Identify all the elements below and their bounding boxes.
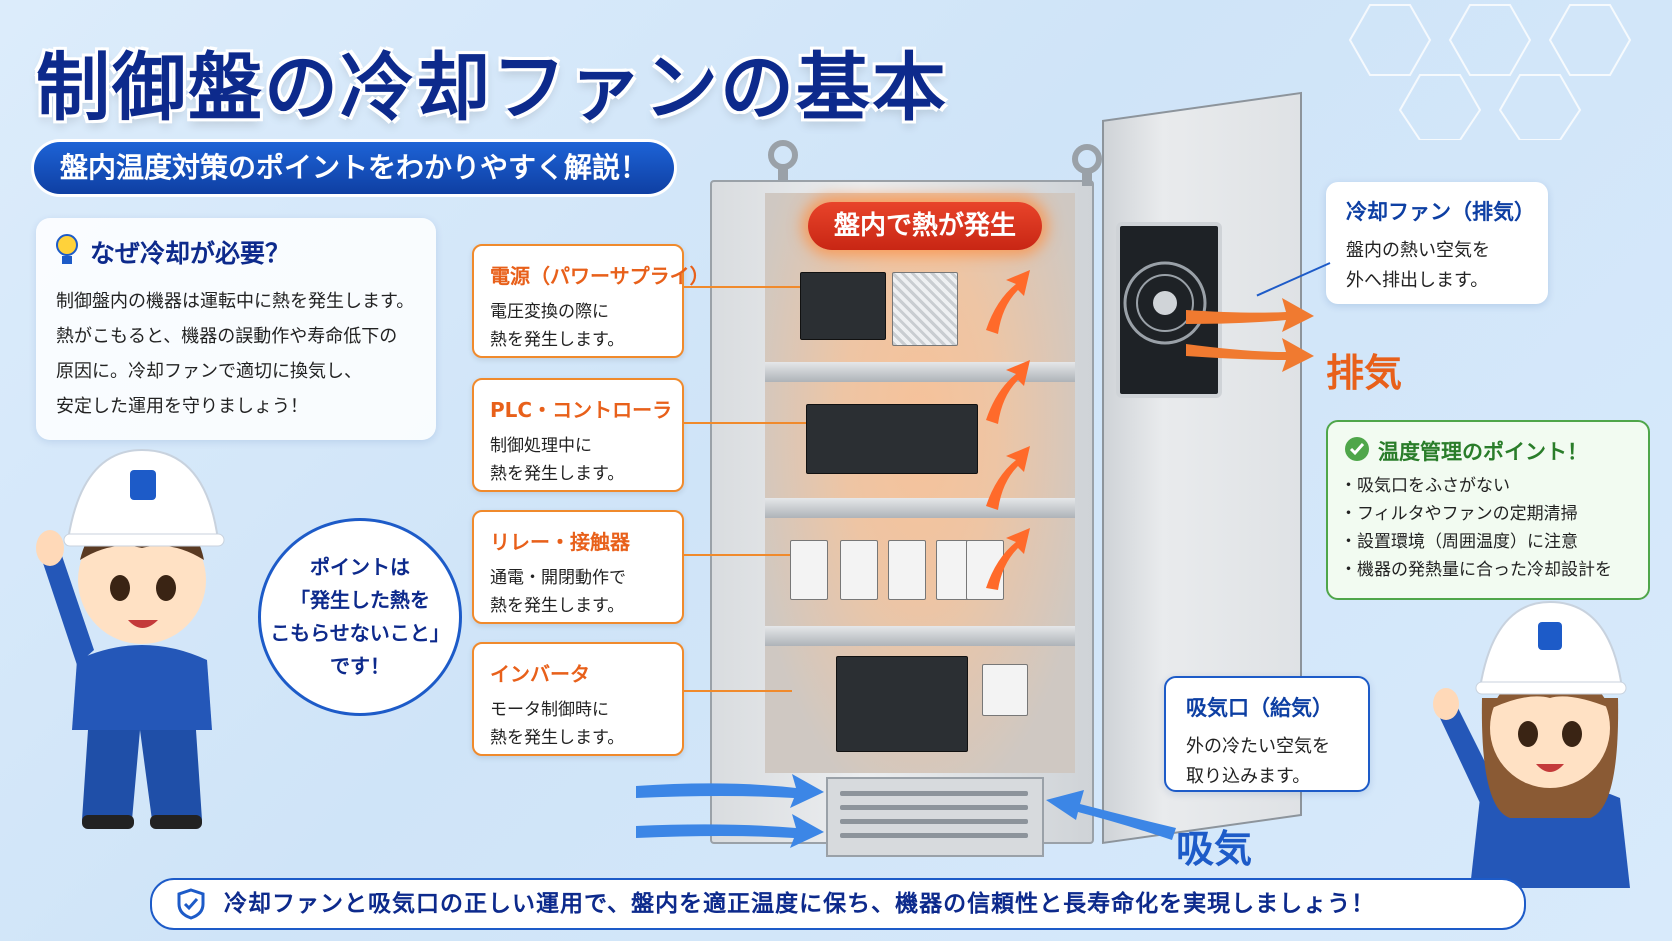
page-subtitle: 盤内温度対策のポイントをわかりやすく解説！: [34, 142, 675, 194]
points-list: ・吸気口をふさがない ・フィルタやファンの定期清掃 ・設置環境（周囲温度）に注意…: [1340, 472, 1612, 584]
fan-icon: [1123, 261, 1207, 345]
points-item: ・機器の発熱量に合った冷却設計を: [1340, 560, 1612, 580]
points-item: ・フィルタやファンの定期清掃: [1340, 504, 1578, 524]
points-title: 温度管理のポイント！: [1378, 440, 1588, 464]
din-rail-shelf: [765, 362, 1075, 382]
leader-line: [682, 554, 790, 556]
fan-box-title: 冷却ファン（排気）: [1346, 200, 1535, 224]
footer-text: 冷却ファンと吸気口の正しい運用で、盤内を適正温度に保ち、機器の信頼性と長寿命化を…: [224, 891, 1376, 917]
intake-box-desc: 外の冷たい空気を取り込みます。: [1186, 736, 1330, 787]
bubble-line: こもらせないこと」: [270, 621, 450, 645]
callout-desc: 制御処理中に熱を発生します。: [490, 436, 625, 484]
why-text: 制御盤内の機器は運転中に熱を発生します。 熱がこもると、機器の誤動作や寿命低下の…: [56, 284, 436, 424]
callout-relay: リレー・接触器 通電・開閉動作で熱を発生します。: [472, 510, 684, 624]
callout-power-supply: 電源（パワーサプライ） 電圧変換の際に熱を発生します。: [472, 244, 710, 358]
points-item: ・吸気口をふさがない: [1340, 476, 1510, 496]
callout-title: リレー・接触器: [490, 530, 630, 554]
bubble-line: 「発生した熱を: [289, 588, 430, 612]
intake-box-title: 吸気口（給気）: [1186, 696, 1333, 720]
relay-contactor: [840, 540, 878, 600]
callout-plc: PLC・コントローラ 制御処理中に熱を発生します。: [472, 378, 684, 492]
heat-generation-label: 盤内で熱が発生: [808, 202, 1042, 250]
points-item: ・設置環境（周囲温度）に注意: [1340, 532, 1578, 552]
plc-controller: [806, 404, 978, 474]
callout-title: インバータ: [490, 662, 590, 686]
male-worker-character: [36, 448, 225, 829]
callout-title: 電源（パワーサプライ）: [490, 264, 710, 288]
page-title: 制御盤の冷却ファンの基本: [36, 45, 948, 131]
leader-line: [682, 286, 800, 288]
heat-arrows: [986, 270, 1030, 590]
exhaust-arrows: [1186, 298, 1314, 372]
power-supply-unit: [892, 272, 958, 346]
callout-inverter: インバータ モータ制御時に熱を発生します。: [472, 642, 684, 756]
temperature-points-box: 温度管理のポイント！ ・吸気口をふさがない ・フィルタやファンの定期清掃 ・設置…: [1326, 420, 1650, 600]
relay-contactor: [888, 540, 926, 600]
lifting-eye-icon: [768, 140, 798, 182]
breaker: [982, 664, 1028, 716]
power-supply-unit: [800, 272, 886, 340]
intake-arrows-left: [636, 774, 824, 848]
footer-banner: 冷却ファンと吸気口の正しい運用で、盤内を適正温度に保ち、機器の信頼性と長寿命化を…: [150, 878, 1526, 930]
callout-title: PLC・コントローラ: [490, 398, 673, 422]
cooling-fan-box: 冷却ファン（排気） 盤内の熱い空気を外へ排出します。: [1326, 182, 1548, 304]
why-heading: なぜ冷却が必要？: [90, 239, 291, 268]
leader-line: [682, 690, 792, 692]
bubble-line: です！: [329, 654, 390, 678]
air-intake-vent: [826, 777, 1044, 857]
why-line: 安定した運用を守りましょう！: [56, 396, 308, 417]
fan-box-desc: 盤内の熱い空気を外へ排出します。: [1346, 240, 1490, 291]
female-worker-character: [1433, 600, 1630, 888]
inverter: [836, 656, 968, 752]
exhaust-label: 排気: [1326, 351, 1403, 395]
intake-arrows-right: [1046, 790, 1176, 840]
why-line: 原因に。冷却ファンで適切に換気し、: [56, 361, 362, 382]
speech-bubble: ポイントは 「発生した熱を こもらせないこと」 です！: [258, 518, 462, 716]
intake-label: 吸気: [1176, 827, 1253, 871]
why-line: 熱がこもると、機器の誤動作や寿命低下の: [56, 326, 398, 347]
intake-box: 吸気口（給気） 外の冷たい空気を取り込みます。: [1164, 676, 1370, 792]
bubble-line: ポイントは: [309, 555, 410, 579]
check-icon: [1345, 437, 1369, 461]
why-line: 制御盤内の機器は運転中に熱を発生します。: [56, 291, 415, 312]
din-rail-shelf: [765, 626, 1075, 646]
hexagon-pattern: [1348, 4, 1632, 140]
callout-desc: 電圧変換の際に熱を発生します。: [490, 302, 625, 350]
callout-desc: モータ制御時に熱を発生します。: [490, 700, 625, 748]
callout-desc: 通電・開閉動作で熱を発生します。: [490, 568, 626, 616]
relay-contactor: [790, 540, 828, 600]
shield-icon: [177, 888, 205, 920]
lightbulb-icon: [56, 234, 78, 264]
lifting-eye-icon: [1072, 144, 1102, 186]
leader-line: [682, 422, 806, 424]
why-cooling-box: なぜ冷却が必要？ 制御盤内の機器は運転中に熱を発生します。 熱がこもると、機器の…: [36, 218, 436, 440]
